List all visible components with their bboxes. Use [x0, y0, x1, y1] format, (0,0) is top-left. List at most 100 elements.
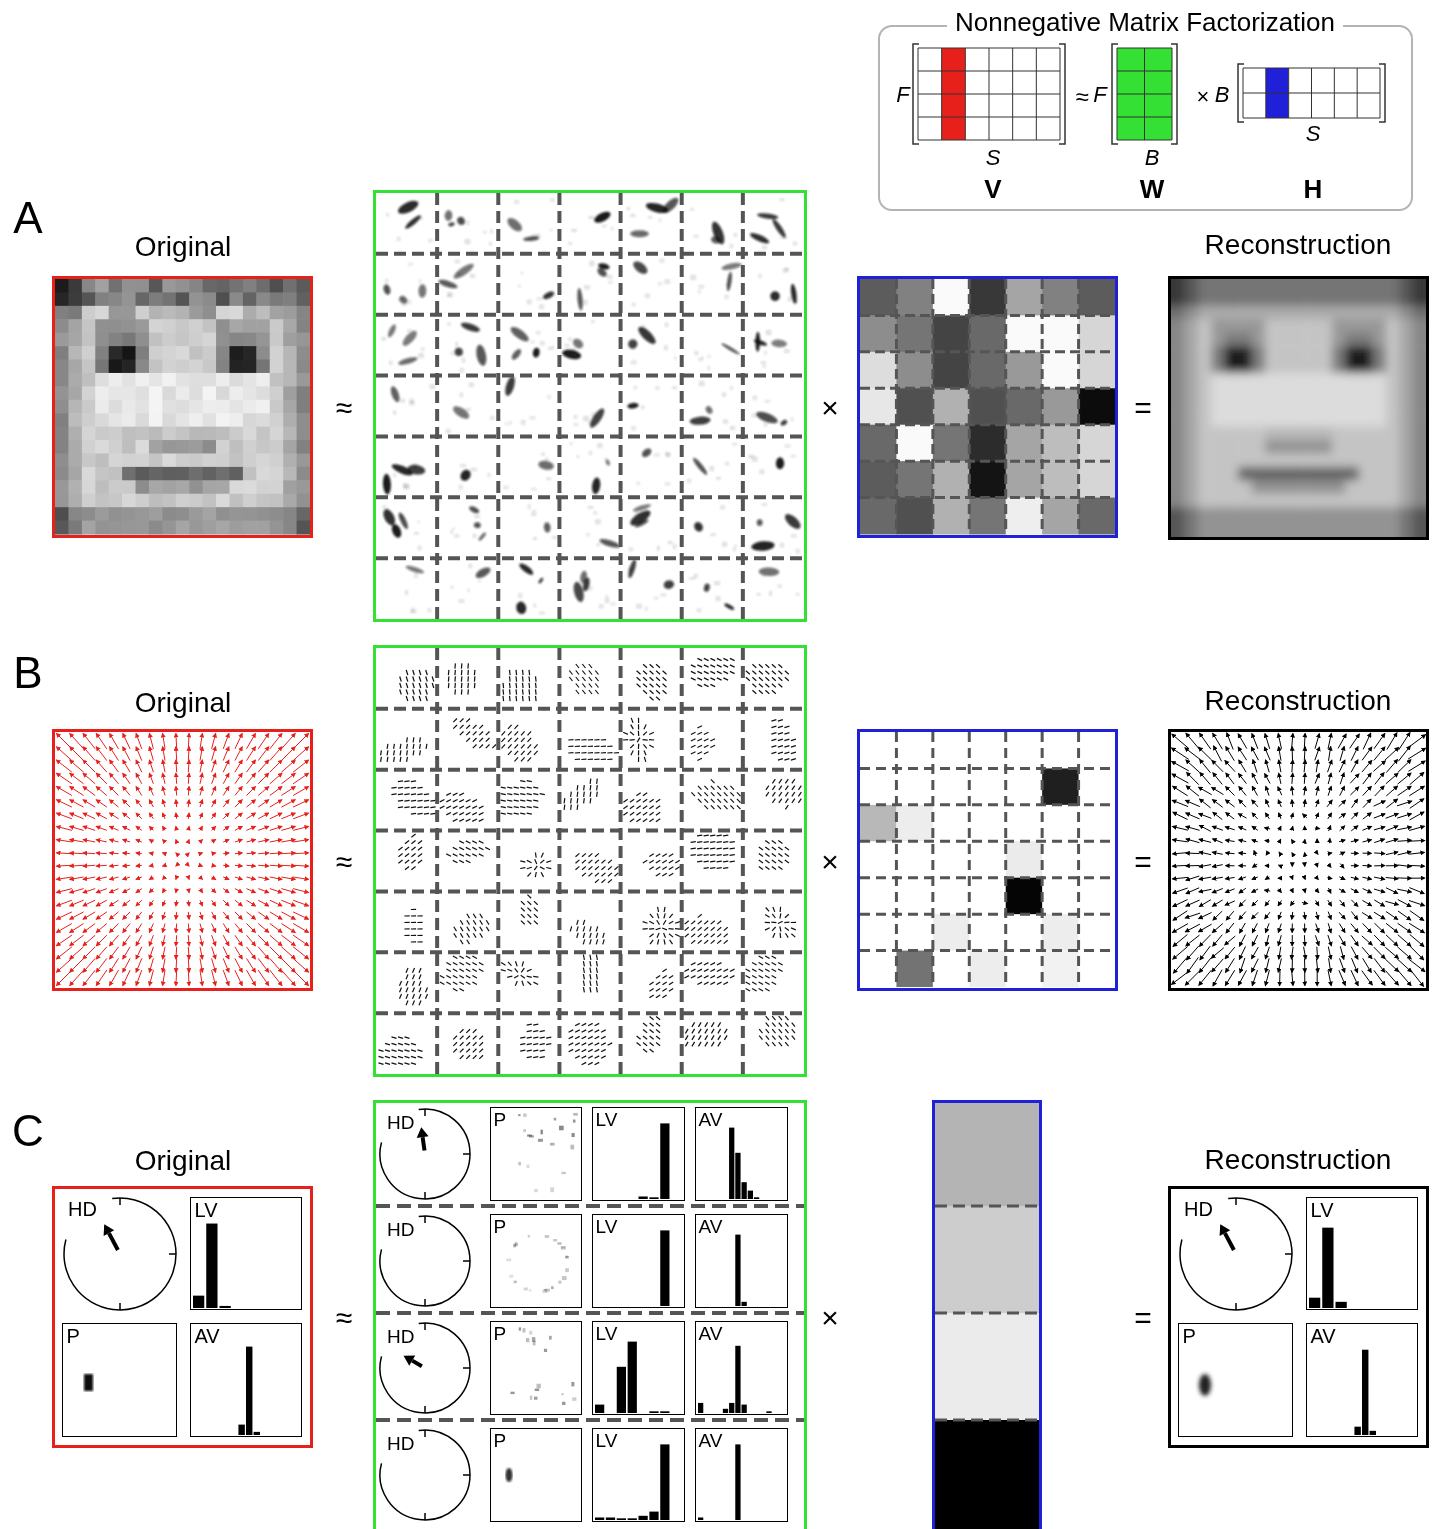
- flow-arrow: [1316, 877, 1318, 880]
- face-pixel: [1252, 521, 1266, 535]
- face-pixel: [1225, 279, 1239, 293]
- basis-speck: [530, 416, 536, 419]
- flow-arrow: [1339, 877, 1345, 880]
- flow-arrow: [293, 865, 308, 867]
- matrix-h-grid-line: [1243, 68, 1380, 69]
- flow-arrow: [1252, 877, 1258, 879]
- face-pixel: [136, 292, 150, 306]
- flow-arrow: [1200, 946, 1210, 960]
- flow-arrow: [1328, 888, 1330, 893]
- flow-arrow: [110, 970, 119, 985]
- basis-speck: [664, 345, 667, 350]
- flow-arrow: [258, 826, 269, 830]
- flow-arrow: [70, 760, 84, 772]
- flow-arrow: [247, 747, 256, 761]
- flow-arrow: [1185, 924, 1200, 932]
- flow-arrow: [1278, 734, 1281, 749]
- basis-speck: [539, 305, 544, 309]
- flow-arrow: [1327, 800, 1332, 807]
- flow-arrow: [1409, 878, 1425, 879]
- face-pixel: [1238, 360, 1252, 374]
- flow-arrow: [57, 826, 72, 830]
- face-pixel: [297, 494, 311, 508]
- face-pixel: [270, 507, 284, 521]
- face-pixel: [68, 440, 82, 454]
- flow-arrow: [1316, 889, 1319, 893]
- face-pixel: [1305, 279, 1319, 293]
- face-pixel: [256, 521, 270, 535]
- basis-speck: [466, 408, 470, 411]
- face-pixel: [1211, 453, 1225, 467]
- basis-speck: [761, 549, 767, 551]
- flow-arrow: [247, 912, 256, 919]
- basis-speck: [665, 322, 668, 326]
- face-pixel: [1372, 413, 1386, 427]
- face-pixel: [229, 440, 243, 454]
- basis-blob: [397, 356, 418, 367]
- face-pixel: [176, 480, 190, 494]
- flow-arrow: [1279, 826, 1281, 830]
- basis-speck: [504, 486, 509, 489]
- basis-speck: [784, 349, 789, 352]
- flow-arrow: [83, 813, 95, 819]
- face-pixel: [216, 521, 230, 535]
- basis-speck: [764, 422, 768, 426]
- flow-arrow: [235, 800, 242, 807]
- basis-blob: [405, 564, 425, 575]
- flow-arrow: [1316, 912, 1318, 920]
- basis-speck: [521, 272, 524, 274]
- basis-speck: [645, 607, 647, 611]
- flow-arrow: [1386, 923, 1398, 932]
- face-pixel: [1171, 507, 1185, 521]
- face-pixel: [1372, 507, 1386, 521]
- flow-arrow: [293, 840, 308, 842]
- basis-speck: [715, 229, 718, 234]
- flow-arrow: [163, 747, 165, 761]
- face-pixel: [1399, 386, 1413, 400]
- face-pixel: [122, 467, 136, 481]
- face-pixel: [109, 467, 123, 481]
- flow-arrow: [136, 912, 142, 919]
- flow-arrow: [96, 889, 107, 893]
- face-pixel: [109, 507, 123, 521]
- flow-arrow: [83, 947, 95, 959]
- basis-blob: [448, 222, 455, 227]
- flow-arrow: [1292, 865, 1293, 866]
- flow-arrow: [1304, 826, 1305, 830]
- face-pixel: [1372, 467, 1386, 481]
- flow-arrow: [258, 900, 269, 906]
- flow-arrow: [1265, 890, 1271, 892]
- flow-arrow: [1410, 773, 1424, 785]
- flow-arrow: [1212, 889, 1223, 893]
- face-pixel: [1292, 292, 1306, 306]
- face-pixel: [68, 507, 82, 521]
- flow-arrow: [235, 747, 242, 761]
- flow-arrow: [1340, 826, 1345, 831]
- face-pixel: [1372, 440, 1386, 454]
- flow-arrow: [1278, 901, 1281, 906]
- face-pixel: [1211, 494, 1225, 508]
- face-pixel: [68, 319, 82, 333]
- face-pixel: [68, 467, 82, 481]
- face-pixel: [1184, 507, 1198, 521]
- flow-arrow: [1292, 840, 1293, 842]
- matrix-v-grid-line: [918, 140, 1060, 141]
- flow-arrow: [1386, 878, 1398, 879]
- face-pixel: [1265, 386, 1279, 400]
- basis-blob: [444, 210, 452, 221]
- flow-arrow: [1375, 786, 1384, 796]
- face-pixel: [162, 413, 176, 427]
- flow-arrow: [96, 912, 107, 919]
- flow-arrow: [1304, 840, 1305, 843]
- flow-arrow: [281, 947, 295, 959]
- face-pixel: [1184, 373, 1198, 387]
- face-pixel: [1413, 400, 1426, 414]
- face-pixel: [95, 386, 109, 400]
- flow-arrow: [1328, 864, 1331, 867]
- face-pixel: [229, 494, 243, 508]
- basis-blob: [660, 195, 680, 215]
- face-pixel: [1359, 319, 1373, 333]
- face-pixel: [256, 400, 270, 414]
- face-pixel: [270, 333, 284, 347]
- face-pixel: [162, 319, 176, 333]
